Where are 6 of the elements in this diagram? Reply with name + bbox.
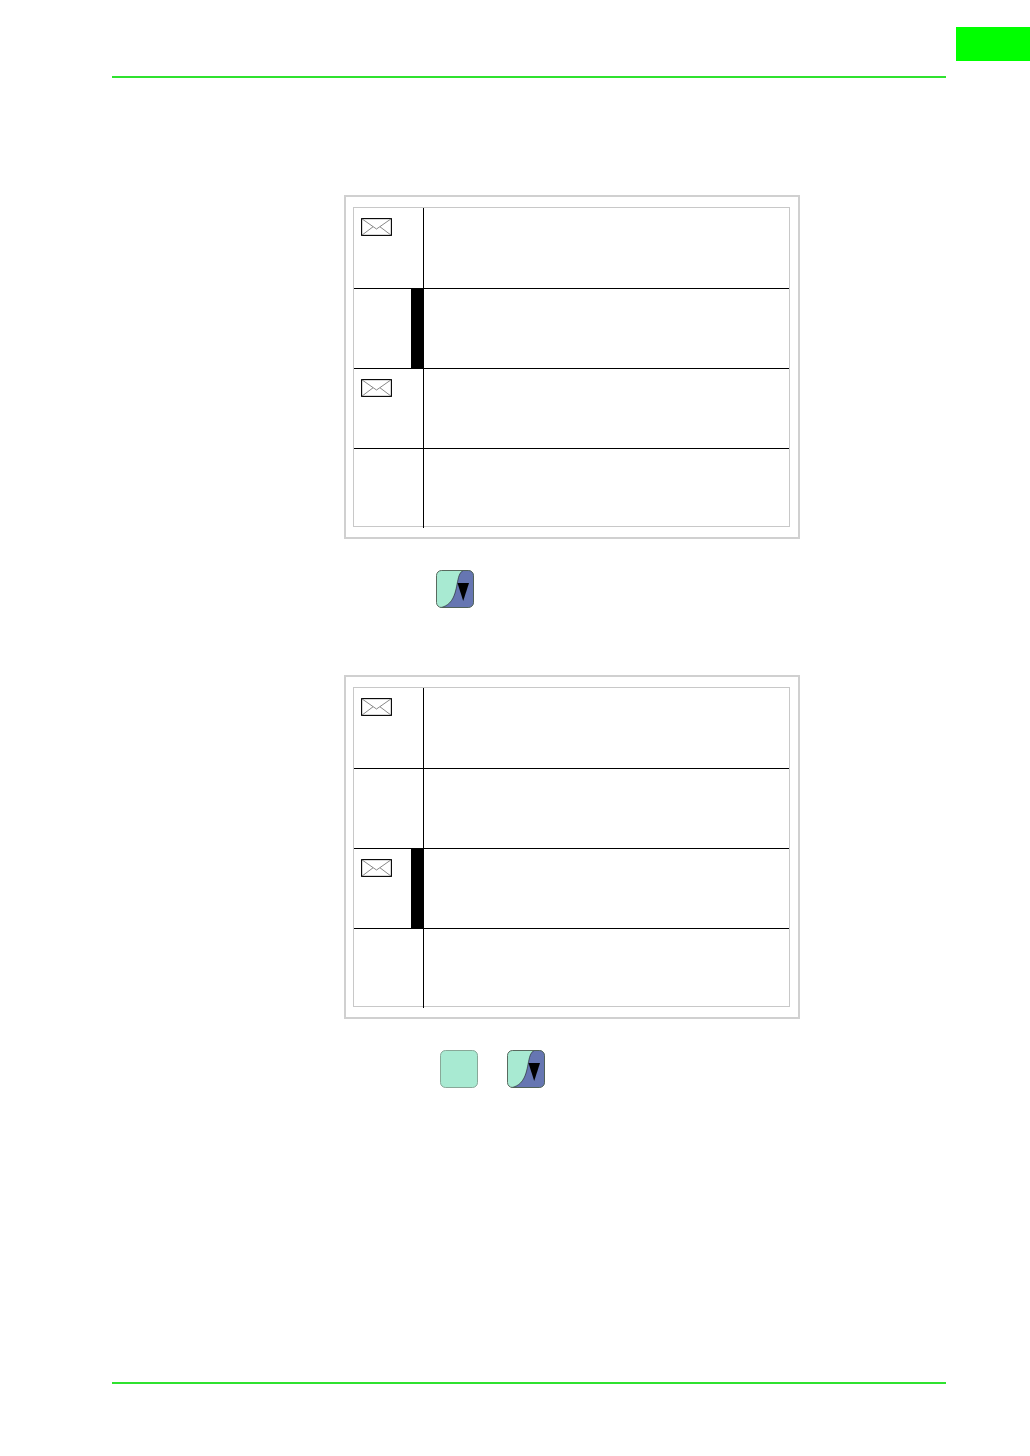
list-row (354, 847, 789, 928)
list-row (354, 767, 789, 848)
list-row (354, 927, 789, 1008)
list-row (354, 447, 789, 528)
list-row (354, 287, 789, 368)
list-row (354, 367, 789, 448)
